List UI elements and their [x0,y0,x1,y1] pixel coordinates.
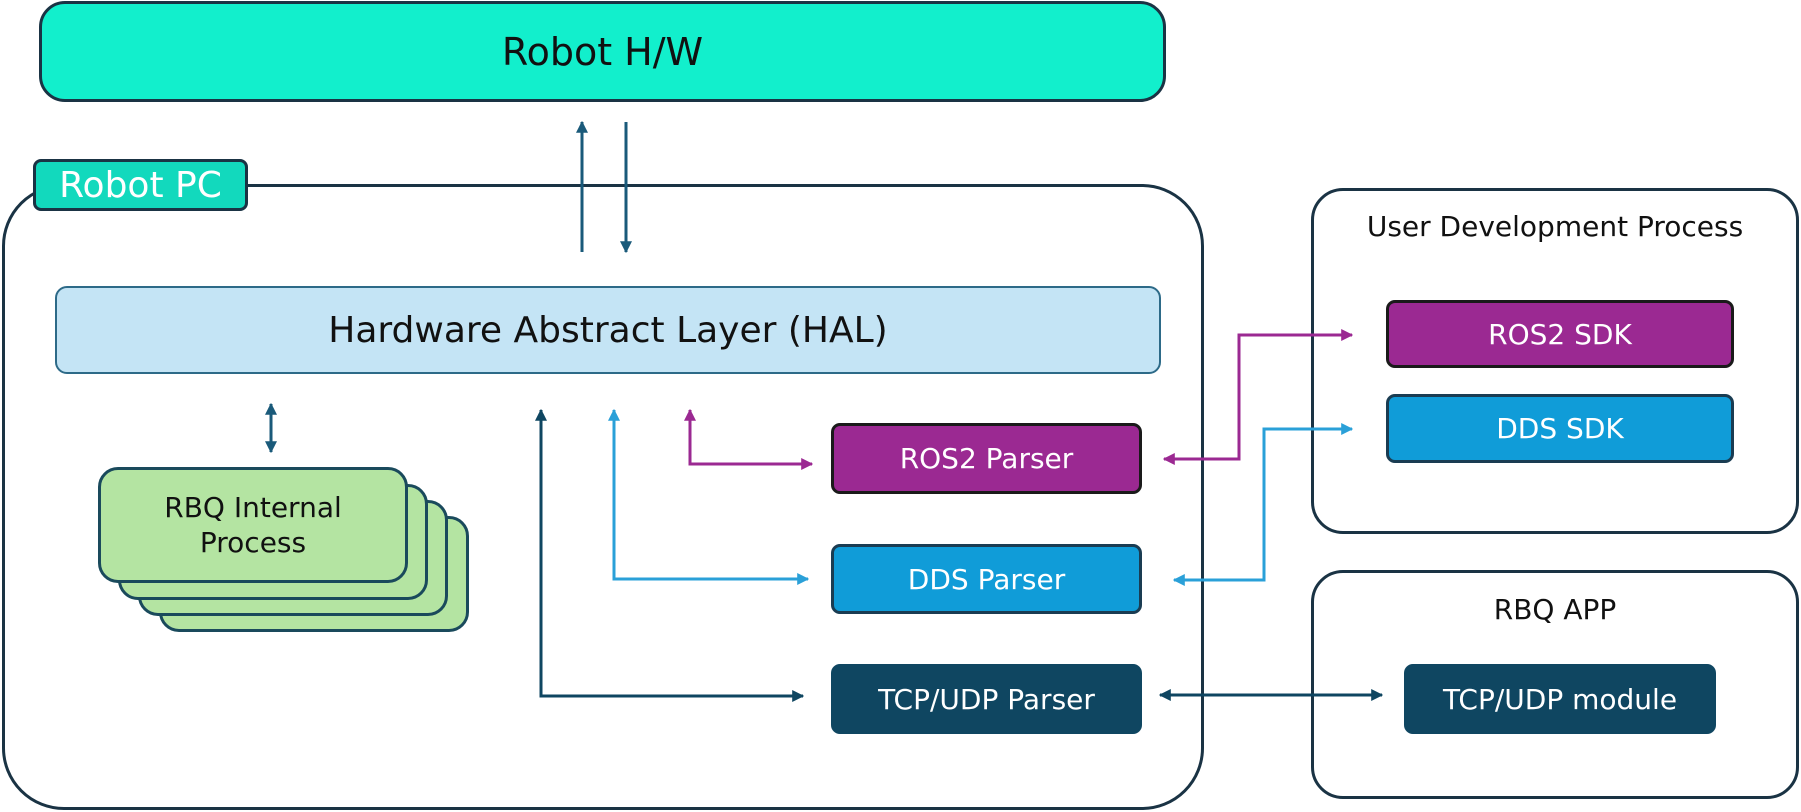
rbq-app-title: RBQ APP [1311,588,1799,630]
dds-parser-label: DDS Parser [907,562,1066,596]
rbq-app-label: RBQ APP [1493,592,1617,626]
dds-parser-block: DDS Parser [831,544,1142,614]
ros2-sdk-label: ROS2 SDK [1488,317,1632,351]
tcp-udp-module-block: TCP/UDP module [1404,664,1716,734]
robot-hw-block: Robot H/W [39,1,1166,102]
dds-sdk-block: DDS SDK [1386,394,1734,463]
dds-parser-sdk-connector [1172,423,1354,586]
robot-pc-label: Robot PC [59,164,222,206]
hal-dds-parser-connector [608,408,810,585]
hal-label: Hardware Abstract Layer (HAL) [328,309,888,351]
tcp-udp-parser-block: TCP/UDP Parser [831,664,1142,734]
robot-hw-label: Robot H/W [501,29,704,74]
rbq-internal-process-label: RBQ Internal Process [164,491,342,559]
user-development-process-label: User Development Process [1366,209,1744,243]
dds-sdk-label: DDS SDK [1496,412,1624,445]
hal-ros2-parser-connector [684,408,814,470]
hal-block: Hardware Abstract Layer (HAL) [55,286,1161,374]
tcp-udp-parser-label: TCP/UDP Parser [878,682,1095,716]
ros2-parser-sdk-connector [1162,329,1354,465]
tcp-udp-module-label: TCP/UDP module [1442,682,1678,716]
hal-tcp-parser-connector [535,408,805,702]
ros2-parser-label: ROS2 Parser [899,442,1074,475]
ros2-parser-block: ROS2 Parser [831,423,1142,494]
ros2-sdk-block: ROS2 SDK [1386,300,1734,368]
user-development-process-title: User Development Process [1311,205,1799,247]
robot-pc-tab: Robot PC [33,159,248,211]
rbq-internal-process: RBQ Internal Process [98,467,408,583]
